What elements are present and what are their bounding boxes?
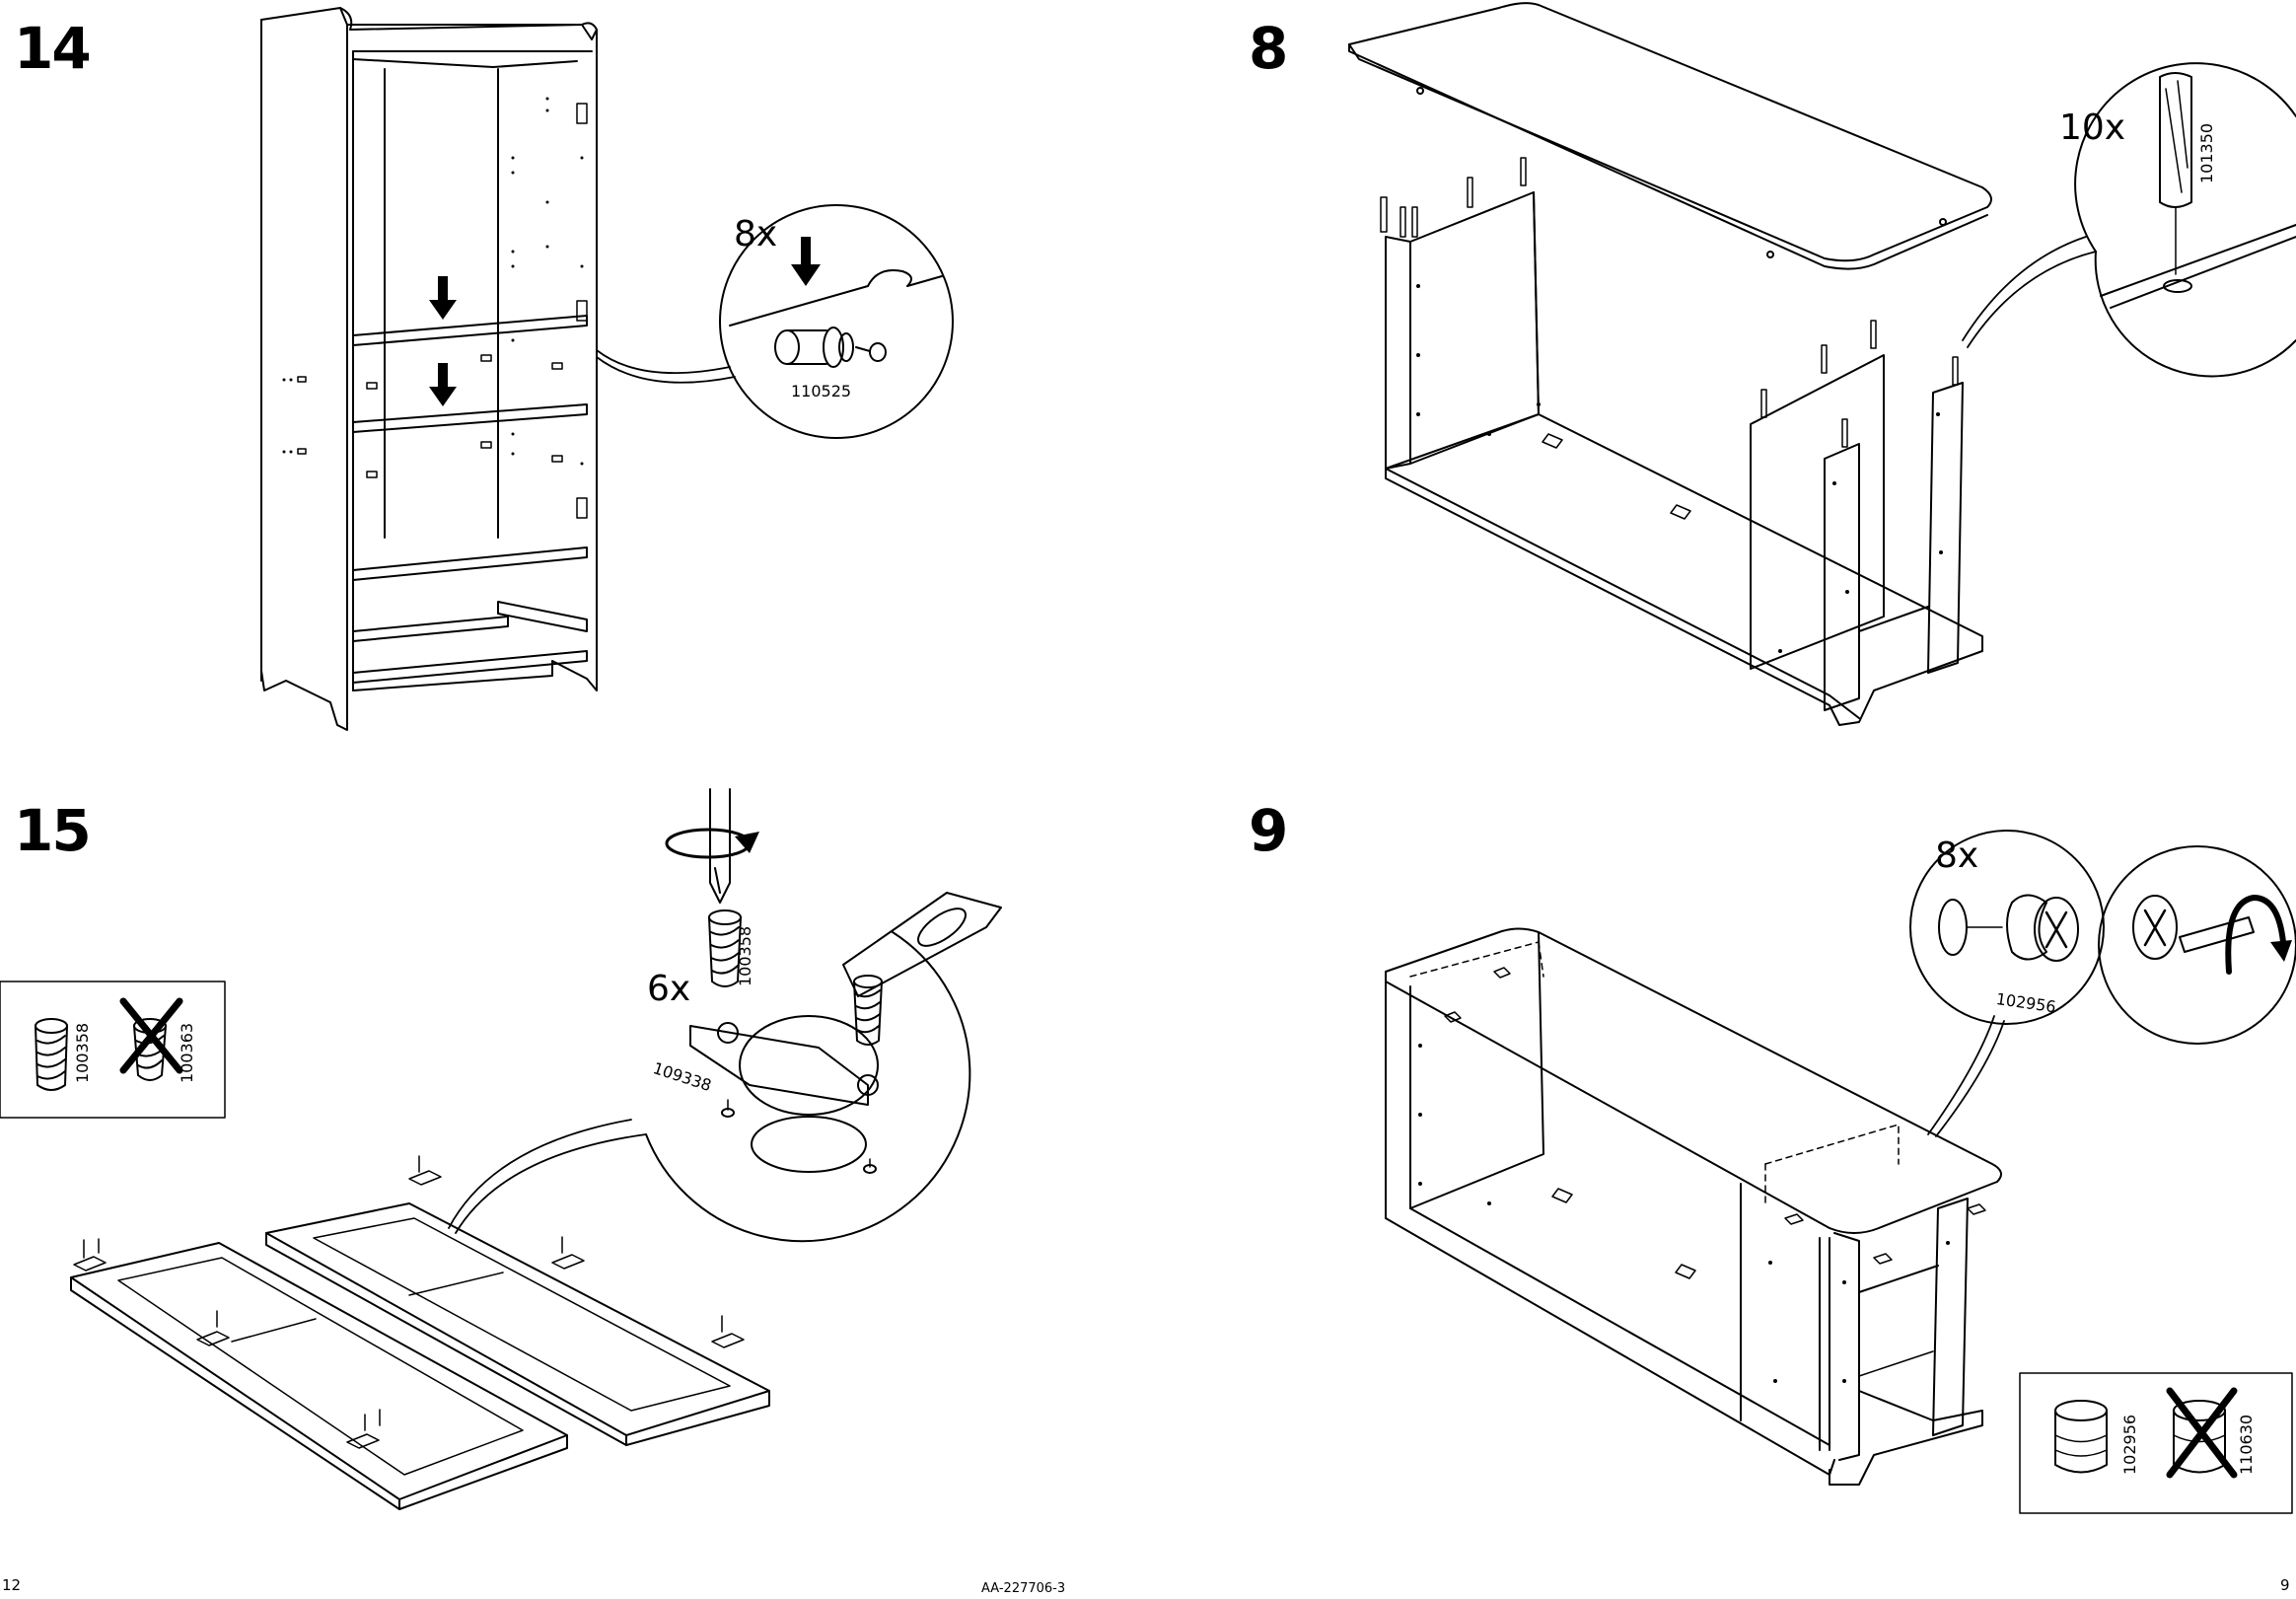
step-number-15: 15 <box>14 797 92 864</box>
page-number-left: 12 <box>2 1576 22 1594</box>
legend-code-wrong-step9: 110630 <box>2237 1414 2256 1475</box>
rotate-arrow-icon <box>2225 895 2292 975</box>
part-code-step14: 110525 <box>791 382 852 400</box>
cross-out-icon <box>2166 1387 2238 1479</box>
part-code-step8: 101350 <box>2197 122 2216 183</box>
arrow-down-icon <box>429 276 457 406</box>
screw-icon <box>708 909 883 1046</box>
quantity-label-step8: 10x <box>2059 108 2126 148</box>
legend-code-correct-step9: 102956 <box>2120 1414 2139 1475</box>
page-number-right: 9 <box>2280 1576 2290 1594</box>
arrow-down-icon <box>791 237 821 286</box>
step-number-8: 8 <box>1249 15 1288 82</box>
step-15-doors <box>0 788 1002 1510</box>
rotate-arrow-icon <box>665 828 759 859</box>
document-code: AA-227706-3 <box>981 1581 1066 1596</box>
legend-code-wrong-step15: 100363 <box>178 1022 196 1083</box>
wooden-dowel-icon <box>774 327 887 368</box>
cross-out-icon <box>119 997 183 1074</box>
screw-icon-correct <box>35 1018 68 1091</box>
cam-lock-icon-correct <box>2054 1400 2108 1474</box>
part-code-screw-step15: 100358 <box>736 925 754 986</box>
wooden-dowel-icon <box>2159 72 2192 275</box>
step-number-14: 14 <box>14 15 92 82</box>
cam-lock-icon <box>2132 895 2255 960</box>
step-14-bookcase <box>260 7 954 731</box>
step-number-9: 9 <box>1249 797 1288 864</box>
screw-icon-wrong <box>133 1018 167 1081</box>
screwdriver-icon <box>709 788 731 904</box>
cam-lock-icon <box>2006 894 2079 962</box>
step-9-assembly <box>1385 830 2296 1514</box>
quantity-label-step14: 8x <box>734 214 778 254</box>
quantity-label-step15: 6x <box>647 969 691 1009</box>
legend-code-correct-step15: 100358 <box>73 1022 92 1083</box>
quantity-label-step9: 8x <box>1935 836 1979 876</box>
step-8-base <box>1348 2 2296 726</box>
